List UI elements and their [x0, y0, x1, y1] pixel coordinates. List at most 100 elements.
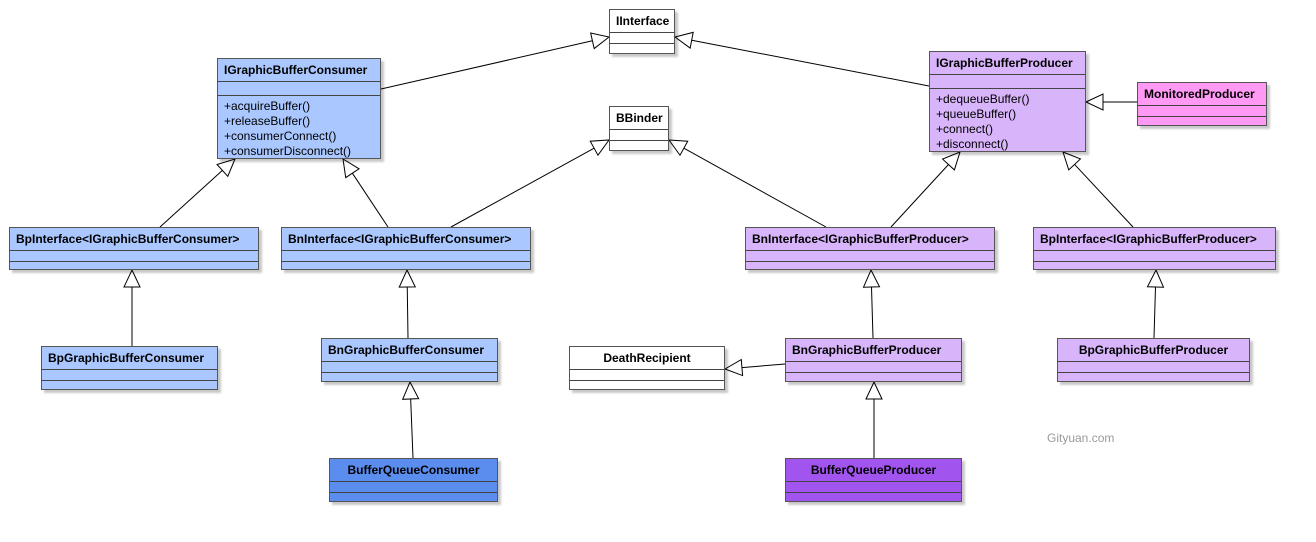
- class-bngraphicbufferproducer[interactable]: BnGraphicBufferProducer: [785, 338, 962, 382]
- class-igraphicbufferproducer[interactable]: IGraphicBufferProducer +dequeueBuffer() …: [929, 51, 1086, 152]
- class-bpgraphicbufferproducer[interactable]: BpGraphicBufferProducer: [1057, 338, 1250, 382]
- inheritance-line: [351, 172, 389, 228]
- attributes-section: [570, 369, 724, 380]
- class-name: BpInterface<IGraphicBufferConsumer>: [16, 232, 240, 246]
- operation: +connect(): [936, 122, 994, 136]
- class-monitoredproducer[interactable]: MonitoredProducer: [1137, 82, 1267, 126]
- operations-section: +acquireBuffer() +releaseBuffer() +consu…: [218, 95, 380, 161]
- inheritance-line: [683, 147, 827, 228]
- inheritance-line: [870, 286, 874, 339]
- class-name: DeathRecipient: [603, 351, 691, 365]
- operations-section: [610, 140, 668, 141]
- class-igraphicbufferconsumer[interactable]: IGraphicBufferConsumer +acquireBuffer() …: [217, 58, 381, 159]
- generalization-arrowhead: [865, 380, 883, 400]
- generalization-arrowhead: [1062, 151, 1082, 171]
- class-name: BufferQueueConsumer: [347, 463, 480, 477]
- class-name: IInterface: [616, 14, 670, 28]
- class-name: IGraphicBufferProducer: [936, 56, 1073, 70]
- generalization-arrowhead: [589, 32, 611, 50]
- class-name: BpInterface<IGraphicBufferProducer>: [1040, 232, 1257, 246]
- generalization-arrowhead: [398, 268, 417, 288]
- attributes-section: [330, 481, 497, 492]
- class-bninterface-producer[interactable]: BnInterface<IGraphicBufferProducer>: [745, 227, 995, 270]
- generalization-arrowhead: [862, 268, 881, 288]
- inheritance-line: [691, 39, 930, 87]
- inheritance-line: [1074, 164, 1134, 228]
- generalization-arrowhead: [123, 268, 141, 288]
- class-bbinder[interactable]: BBinder: [609, 106, 669, 151]
- inheritance-line: [410, 398, 414, 459]
- operations-section: [570, 380, 724, 381]
- generalization-arrowhead: [342, 158, 360, 179]
- class-name: BpGraphicBufferConsumer: [48, 351, 205, 365]
- attributes-section: [282, 250, 530, 261]
- class-bufferqueueconsumer[interactable]: BufferQueueConsumer: [329, 458, 498, 502]
- class-bpinterface-producer[interactable]: BpInterface<IGraphicBufferProducer>: [1033, 227, 1276, 270]
- inheritance-line: [890, 164, 949, 228]
- class-name: IGraphicBufferConsumer: [224, 63, 368, 77]
- generalization-arrowhead: [1146, 268, 1165, 288]
- class-bpinterface-consumer[interactable]: BpInterface<IGraphicBufferConsumer>: [9, 227, 259, 270]
- operations-section: [1034, 261, 1275, 262]
- class-name: BnInterface<IGraphicBufferConsumer>: [288, 232, 512, 246]
- attributes-section: [10, 250, 258, 261]
- inheritance-line: [450, 147, 595, 228]
- operations-section: [330, 492, 497, 493]
- generalization-arrowhead: [941, 151, 961, 171]
- attributes-section: [1034, 250, 1275, 261]
- class-bninterface-consumer[interactable]: BnInterface<IGraphicBufferConsumer>: [281, 227, 531, 270]
- generalization-arrowhead: [589, 139, 611, 157]
- generalization-arrowhead: [401, 380, 420, 400]
- operation: +consumerConnect(): [224, 129, 337, 143]
- inheritance-line: [741, 363, 786, 369]
- class-deathrecipient[interactable]: DeathRecipient: [569, 346, 725, 390]
- class-name: MonitoredProducer: [1144, 87, 1255, 101]
- watermark: Gityuan.com: [1047, 431, 1115, 445]
- inheritance-line: [406, 286, 409, 339]
- generalization-arrowhead: [667, 139, 689, 157]
- class-name: BnGraphicBufferConsumer: [328, 343, 485, 357]
- attributes-section: [322, 361, 497, 372]
- class-iinterface[interactable]: IInterface: [609, 9, 675, 54]
- inheritance-line: [1153, 286, 1157, 339]
- class-bpgraphicbufferconsumer[interactable]: BpGraphicBufferConsumer: [41, 346, 218, 390]
- class-bufferqueueproducer[interactable]: BufferQueueProducer: [785, 458, 962, 502]
- generalization-arrowhead: [1084, 93, 1104, 111]
- generalization-arrowhead: [723, 358, 744, 377]
- operation: +releaseBuffer(): [224, 114, 311, 128]
- operation: +disconnect(): [936, 137, 1009, 151]
- operations-section: [322, 372, 497, 373]
- attributes-section: [786, 361, 961, 372]
- class-name: BufferQueueProducer: [810, 463, 937, 477]
- class-name: BBinder: [616, 111, 663, 125]
- operation: +acquireBuffer(): [224, 99, 311, 113]
- operations-section: [786, 372, 961, 373]
- attributes-section: [1138, 105, 1266, 116]
- generalization-arrowhead: [673, 31, 694, 49]
- attributes-section: [218, 81, 380, 95]
- attributes-section: [930, 74, 1085, 88]
- operations-section: [282, 261, 530, 262]
- class-name: BnGraphicBufferProducer: [792, 343, 942, 357]
- operations-section: [42, 380, 217, 381]
- operation: +consumerDisconnect(): [224, 144, 352, 158]
- operations-section: [610, 43, 674, 44]
- operation: +dequeueBuffer(): [936, 92, 1030, 106]
- operations-section: [1138, 116, 1266, 117]
- inheritance-line: [159, 170, 223, 228]
- attributes-section: [42, 369, 217, 380]
- operations-section: [746, 261, 994, 262]
- operations-section: +dequeueBuffer() +queueBuffer() +connect…: [930, 88, 1085, 154]
- operations-section: [786, 492, 961, 493]
- attributes-section: [786, 481, 961, 492]
- attributes-section: [610, 129, 668, 140]
- class-name: BpGraphicBufferProducer: [1078, 343, 1229, 357]
- generalization-arrowhead: [216, 158, 236, 178]
- attributes-section: [1058, 361, 1249, 372]
- operation: +queueBuffer(): [936, 107, 1017, 121]
- operations-section: [1058, 372, 1249, 373]
- class-bngraphicbufferconsumer[interactable]: BnGraphicBufferConsumer: [321, 338, 498, 382]
- class-name: BnInterface<IGraphicBufferProducer>: [752, 232, 969, 246]
- attributes-section: [610, 32, 674, 43]
